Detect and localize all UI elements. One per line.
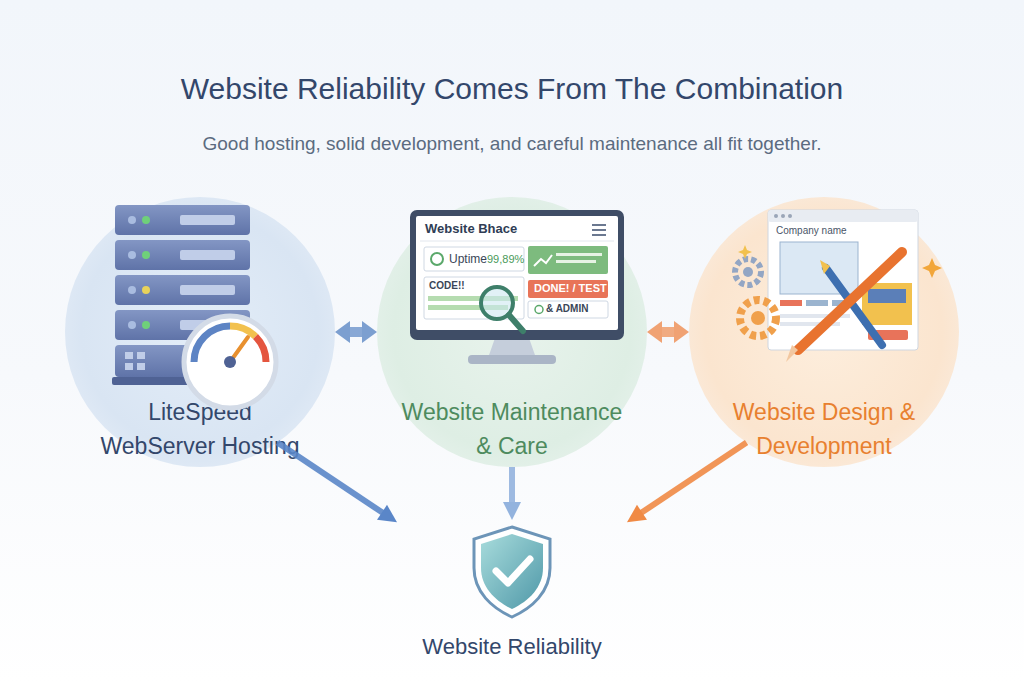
connector-arrow — [277, 443, 397, 523]
node-label: Website Maintenance & Care — [397, 395, 627, 463]
arrow-head — [674, 321, 689, 343]
arrow-head — [377, 505, 397, 522]
connector-line — [349, 327, 364, 337]
shield-symbol — [470, 524, 554, 620]
node-label: Website Reliability — [397, 630, 627, 664]
screen-text: Uptime — [449, 252, 487, 266]
speed-gauge — [184, 316, 276, 408]
monitor-illustration — [410, 210, 624, 364]
screen-heading: Website Bhace — [425, 221, 517, 236]
connector-arrow — [627, 443, 747, 523]
mockup-text: Company name — [776, 225, 847, 236]
hosting-circle: LiteSpeed WebServer Hosting — [65, 197, 335, 467]
arrow-head — [362, 321, 377, 343]
diagram-title: Website Reliability Comes From The Combi… — [0, 72, 1024, 106]
diagram-subtitle: Good hosting, solid development, and car… — [0, 133, 1024, 155]
connector-arrow — [647, 321, 689, 343]
connector-line — [277, 443, 383, 514]
arrow-head — [503, 502, 521, 520]
connector-line — [509, 467, 515, 504]
arrow-head — [627, 505, 647, 522]
design-illustration — [735, 210, 942, 362]
reliability-shield: Website Reliability — [397, 520, 627, 678]
design-circle: Website Design & Development — [689, 197, 959, 467]
node-label: LiteSpeed WebServer Hosting — [92, 395, 308, 463]
arrow-head — [335, 321, 350, 343]
server-rack — [112, 205, 253, 385]
connector-line — [661, 327, 676, 337]
connector-line — [640, 443, 746, 514]
screen-text: & ADMIN — [546, 303, 588, 314]
connector-arrow — [335, 321, 377, 343]
node-label: Website Design & Development — [729, 395, 919, 463]
arrow-head — [647, 321, 662, 343]
status-badge-text: DONE! / TEST — [534, 282, 607, 294]
uptime-value: 99,89% — [487, 253, 524, 265]
screen-text: CODE!! — [429, 280, 465, 291]
connector-arrow — [503, 467, 521, 520]
maintenance-circle: Website Maintenance & Care — [377, 197, 647, 467]
